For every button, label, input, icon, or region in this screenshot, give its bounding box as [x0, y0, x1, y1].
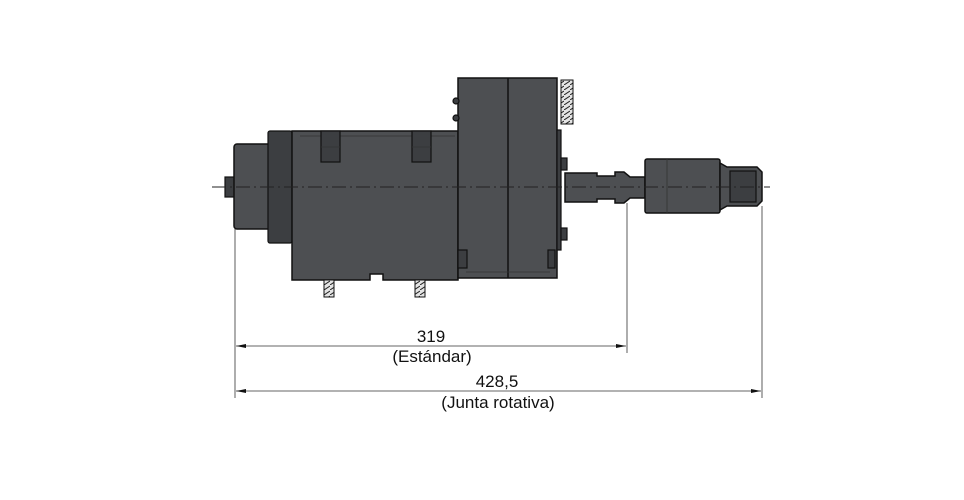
dimension-lines — [234, 203, 763, 398]
side-screw — [560, 79, 574, 125]
collet-holder — [644, 158, 721, 214]
top-bolt-slot — [411, 130, 432, 163]
bottom-bolt — [414, 279, 426, 298]
dimension-value: 319 — [416, 327, 446, 346]
dimension-label: (Junta rotativa) — [441, 393, 555, 412]
bottom-bolt — [323, 279, 335, 298]
dimension-label: (Estándar) — [392, 347, 472, 366]
main-body — [291, 130, 459, 281]
dimension-value: 428,5 — [475, 372, 519, 391]
top-bolt-slot — [320, 130, 341, 163]
tool-body — [224, 77, 763, 298]
